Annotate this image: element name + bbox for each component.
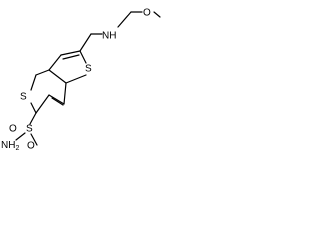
atom-label-sulfur: S: [85, 64, 92, 75]
atom-label-sulfur: S: [26, 124, 33, 135]
bond: [29, 112, 37, 125]
atom-label-amine-terminal: NH2: [1, 140, 19, 150]
bond: [65, 74, 87, 84]
bond: [62, 54, 80, 60]
bond: [51, 97, 64, 106]
atom-label-group: S S S O O NH2 NH O: [1, 8, 151, 150]
atom-label-methoxy-oxygen: O: [143, 8, 151, 19]
atom-label-sulfur: S: [20, 92, 27, 103]
bond-group: [29, 11, 161, 125]
bond: [48, 94, 65, 105]
bond: [79, 33, 92, 52]
bond: [63, 82, 67, 105]
bond: [30, 102, 37, 114]
atom-label-subscript: 2: [15, 145, 19, 150]
bond: [30, 133, 38, 146]
bond: [35, 94, 50, 114]
bond: [35, 69, 50, 76]
chemical-structure-diagram: S S S O O NH2 NH O: [1, 8, 161, 150]
bond: [79, 50, 87, 64]
atom-label-amine: NH: [102, 31, 116, 42]
bond: [15, 132, 26, 141]
bond: [30, 74, 37, 91]
bond: [117, 11, 132, 28]
bond: [60, 50, 81, 56]
bond: [48, 69, 67, 84]
atom-label-oxygen: O: [9, 124, 17, 135]
bond: [153, 11, 161, 18]
atom-label-nh: NH: [1, 140, 15, 150]
bond: [48, 54, 62, 71]
atom-label-oxygen: O: [27, 141, 35, 150]
